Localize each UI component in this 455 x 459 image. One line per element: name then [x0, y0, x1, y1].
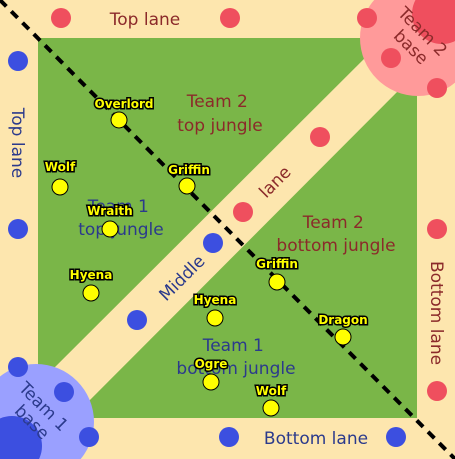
camp-griffin-top: Griffin — [167, 162, 211, 195]
camp-label: Hyena — [194, 293, 237, 307]
camp-label: Wraith — [87, 204, 132, 218]
red-tower — [427, 219, 447, 239]
red-tower — [427, 381, 447, 401]
camp-label: Hyena — [70, 268, 113, 282]
team1-bottom-jungle-line2: bottom jungle — [176, 359, 295, 379]
team1-top-jungle-label: Team 1 top jungle — [78, 197, 164, 240]
team2-bottom-jungle-line2: bottom jungle — [276, 236, 395, 256]
top-lane-label-vertical: Top lane — [7, 107, 27, 178]
camp-overlord: Overlord — [93, 96, 155, 129]
camp-label: Overlord — [95, 97, 154, 111]
blue-tower — [8, 219, 28, 239]
camp-dragon: Dragon — [317, 312, 369, 346]
team2-bottom-jungle-label: Team 2 bottom jungle — [276, 213, 395, 256]
camp-marker — [268, 273, 286, 291]
camp-label: Wolf — [256, 384, 287, 398]
blue-tower — [8, 51, 28, 71]
blue-tower — [219, 427, 239, 447]
blue-tower — [127, 310, 147, 330]
camp-label: Griffin — [168, 163, 210, 177]
team2-top-jungle-label: Team 2 top jungle — [177, 92, 263, 136]
team1-top-jungle-line2: top jungle — [78, 220, 164, 240]
camp-label: Dragon — [318, 313, 367, 327]
camp-wolf-bottom: Wolf — [254, 383, 288, 417]
team1-bottom-jungle-label: Team 1 bottom jungle — [176, 336, 295, 379]
bottom-lane-label-vertical: Bottom lane — [426, 261, 446, 365]
camp-label: Ogre — [195, 357, 228, 371]
team1-base-inner — [0, 416, 42, 459]
blue-tower — [386, 427, 406, 447]
blue-tower — [8, 357, 28, 377]
top-lane-label: Top lane — [109, 10, 180, 30]
camp-marker — [334, 328, 352, 346]
camp-marker — [178, 177, 196, 195]
camp-marker — [110, 111, 128, 129]
red-tower — [427, 78, 447, 98]
blue-tower — [79, 427, 99, 447]
bottom-lane-label: Bottom lane — [264, 429, 368, 449]
camp-griffin-bottom: Griffin — [255, 256, 299, 291]
team2-bottom-jungle-line1: Team 2 — [302, 213, 364, 233]
camp-hyena-bottom: Hyena — [192, 292, 238, 327]
camp-wraith: Wraith — [86, 203, 134, 238]
camp-marker — [262, 399, 280, 417]
red-tower — [233, 202, 253, 222]
red-tower — [51, 8, 71, 28]
red-tower — [220, 8, 240, 28]
camp-marker — [101, 220, 119, 238]
camp-marker — [206, 309, 224, 327]
blue-tower — [54, 382, 74, 402]
red-tower — [357, 8, 377, 28]
red-tower — [381, 48, 401, 68]
team1-bottom-jungle-line1: Team 1 — [202, 336, 264, 356]
camp-hyena-top: Hyena — [68, 267, 114, 302]
team2-top-jungle-line2: top jungle — [177, 116, 263, 136]
team2-top-jungle-line1: Team 2 — [186, 92, 248, 112]
camp-ogre: Ogre — [193, 356, 229, 391]
camp-label: Wolf — [45, 160, 76, 174]
camp-marker — [202, 373, 220, 391]
team1-top-jungle-line1: Team 1 — [87, 197, 149, 217]
camp-marker — [51, 178, 69, 196]
blue-tower — [203, 233, 223, 253]
camp-marker — [82, 284, 100, 302]
camp-wolf-top: Wolf — [43, 159, 77, 196]
red-tower — [310, 127, 330, 147]
camp-label: Griffin — [256, 257, 298, 271]
team2-base-inner — [412, 0, 455, 44]
